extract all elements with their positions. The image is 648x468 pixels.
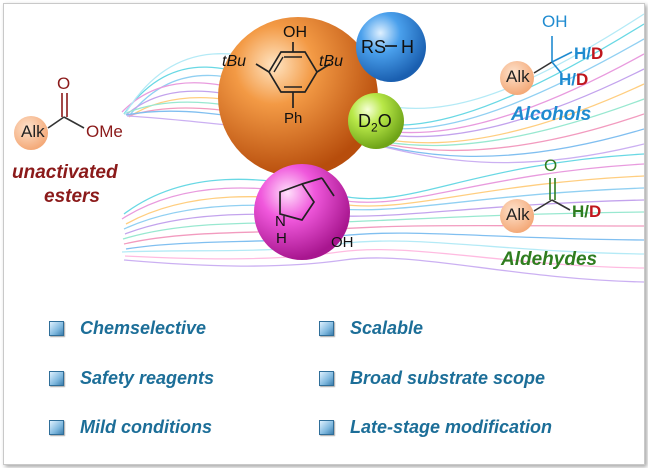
feature-item: Broad substrate scope bbox=[319, 368, 545, 389]
bullet-square-icon bbox=[319, 321, 334, 336]
feature-item: Scalable bbox=[319, 318, 423, 339]
magenta-amine-sphere bbox=[254, 164, 350, 260]
figure-frame: Alk O OMe unactivated esters OH tBu tBu … bbox=[3, 3, 645, 465]
scheme-artwork bbox=[14, 12, 644, 283]
feature-item: Mild conditions bbox=[49, 417, 212, 438]
feature-item: Safety reagents bbox=[49, 368, 214, 389]
esters-caption: esters bbox=[44, 186, 100, 207]
bullet-square-icon bbox=[49, 371, 64, 386]
ester-bond-2 bbox=[63, 116, 85, 129]
alcohol-alk-label: Alk bbox=[506, 67, 530, 86]
tbu-right-label: tBu bbox=[319, 53, 344, 70]
pyrrolidine-ring bbox=[279, 182, 316, 221]
bullet-square-icon bbox=[319, 371, 334, 386]
feature-item: Chemselective bbox=[49, 318, 206, 339]
feature-item: Late-stage modification bbox=[319, 417, 552, 438]
ester-o-label: O bbox=[57, 74, 71, 93]
amine-n-label: N bbox=[275, 213, 286, 230]
orange-catalyst-sphere bbox=[218, 17, 378, 177]
blue-thiol-sphere bbox=[356, 12, 426, 82]
ester-alk-label: Alk bbox=[21, 122, 45, 141]
alcohol-oh-label: OH bbox=[542, 12, 568, 31]
thiol-rs-label: RS bbox=[361, 37, 387, 57]
alk-circle-left bbox=[14, 116, 48, 150]
bullet-square-icon bbox=[49, 321, 64, 336]
alcohol-hd1-label: H/D bbox=[574, 44, 604, 63]
bullet-square-icon bbox=[319, 420, 334, 435]
ph-label: Ph bbox=[284, 110, 303, 127]
alk-circle-aldehyde bbox=[500, 199, 534, 233]
d2o-label: D2O bbox=[358, 111, 392, 135]
unactivated-caption: unactivated bbox=[12, 162, 118, 183]
aldehyde-o-label: O bbox=[544, 156, 558, 175]
thiol-h-label: H bbox=[401, 37, 414, 57]
green-d2o-sphere bbox=[348, 93, 404, 149]
amine-h-label: H bbox=[276, 230, 287, 247]
ester-bond-1 bbox=[47, 116, 65, 129]
phenol-oh-label: OH bbox=[283, 24, 307, 41]
tbu-left-label: tBu bbox=[222, 53, 247, 70]
bullet-square-icon bbox=[49, 420, 64, 435]
aldehyde-hd-label: H/D bbox=[572, 202, 602, 221]
amine-oh-label: OH bbox=[331, 234, 354, 251]
ester-ome-label: OMe bbox=[86, 122, 123, 141]
aldehydes-caption: Aldehydes bbox=[501, 249, 598, 270]
alcohol-hd2-label: H/D bbox=[559, 70, 589, 89]
alcohols-caption: Alcohols bbox=[511, 104, 592, 125]
alk-circle-alcohol bbox=[500, 61, 534, 95]
aldehyde-alk-label: Alk bbox=[506, 205, 530, 224]
